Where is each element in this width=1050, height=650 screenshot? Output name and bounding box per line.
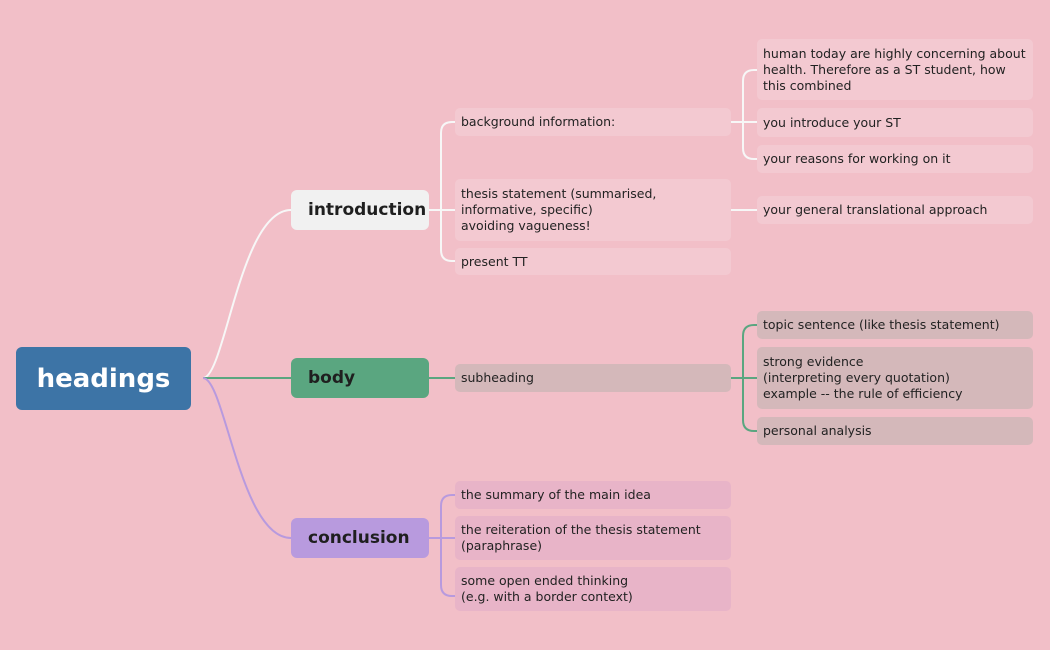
topic-label: subheading	[461, 370, 534, 385]
branch-label: introduction	[308, 200, 427, 220]
topic-summary-main-idea[interactable]: the summary of the main idea	[455, 481, 731, 509]
topic-label: the summary of the main idea	[461, 487, 651, 502]
link-subheading-subtopics	[731, 324, 757, 432]
link-intro-topics	[429, 121, 455, 262]
subtopic-strong-evidence[interactable]: strong evidence (interpreting every quot…	[757, 347, 1033, 409]
topic-label: some open ended thinking (e.g. with a bo…	[461, 573, 633, 604]
subtopic-label: you introduce your ST	[763, 114, 901, 130]
topic-open-ended-thinking[interactable]: some open ended thinking (e.g. with a bo…	[455, 567, 731, 611]
topic-present-tt[interactable]: present TT	[455, 248, 731, 275]
topic-label: thesis statement (summarised, informativ…	[461, 186, 657, 233]
subtopic-label: strong evidence (interpreting every quot…	[763, 354, 963, 401]
branch-introduction[interactable]: introduction	[291, 190, 429, 230]
subtopic-label: your reasons for working on it	[763, 151, 951, 166]
topic-background-information[interactable]: background information:	[455, 108, 731, 136]
branch-label: body	[308, 368, 356, 388]
link-conclusion-topics	[429, 494, 455, 597]
topic-label: background information:	[461, 114, 616, 129]
subtopic-label: your general translational approach	[763, 202, 988, 217]
subtopic-translational-approach[interactable]: your general translational approach	[757, 196, 1033, 224]
topic-subheading[interactable]: subheading	[455, 364, 731, 392]
subtopic-label: human today are highly concerning about …	[763, 45, 1026, 93]
subtopic-label: topic sentence (like thesis statement)	[763, 317, 1000, 332]
root-label: headings	[36, 363, 171, 394]
branch-body[interactable]: body	[291, 358, 429, 398]
subtopic-reasons[interactable]: your reasons for working on it	[757, 145, 1033, 173]
branch-conclusion[interactable]: conclusion	[291, 518, 429, 558]
subtopic-introduce-st[interactable]: you introduce your ST	[757, 108, 1033, 137]
subtopic-label: personal analysis	[763, 423, 872, 438]
subtopic-personal-analysis[interactable]: personal analysis	[757, 417, 1033, 445]
subtopic-health-concern[interactable]: human today are highly concerning about …	[757, 39, 1033, 100]
subtopic-topic-sentence[interactable]: topic sentence (like thesis statement)	[757, 311, 1033, 339]
topic-label: present TT	[461, 253, 528, 269]
branch-label: conclusion	[308, 528, 410, 548]
topic-label: the reiteration of the thesis statement …	[461, 522, 701, 553]
topic-thesis-statement[interactable]: thesis statement (summarised, informativ…	[455, 179, 731, 241]
link-root-conclusion	[202, 377, 292, 539]
link-root-introduction	[202, 209, 292, 379]
link-background-subtopics	[731, 69, 757, 160]
topic-reiteration-thesis[interactable]: the reiteration of the thesis statement …	[455, 516, 731, 560]
root-node-headings[interactable]: headings	[16, 347, 191, 410]
